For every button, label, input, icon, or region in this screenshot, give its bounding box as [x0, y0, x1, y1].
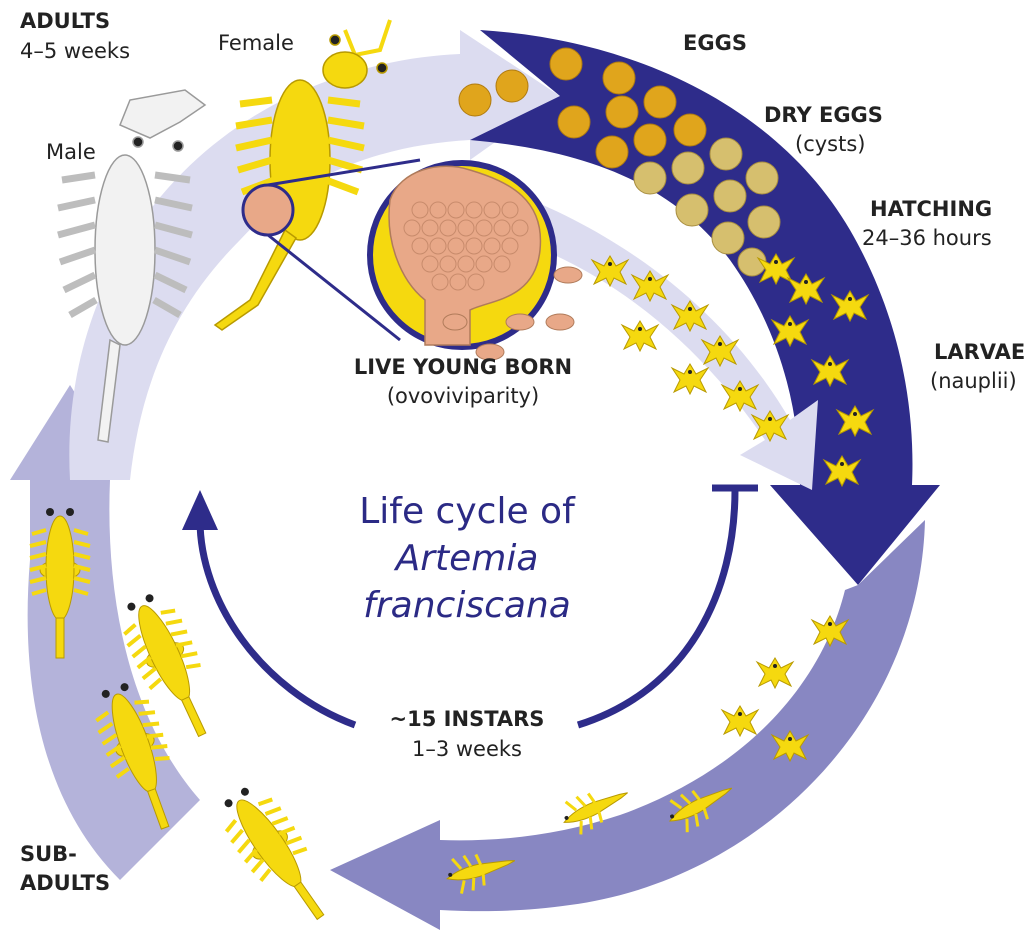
- male-label: Male: [46, 140, 96, 164]
- diagram-title-line3: franciscana: [363, 585, 571, 626]
- adults-duration: 4–5 weeks: [20, 39, 130, 63]
- hatching-duration: 24–36 hours: [862, 226, 992, 250]
- live-young-note: (ovoviviparity): [387, 384, 539, 408]
- brood-pouch-icon: [243, 185, 293, 235]
- hatching-label: HATCHING: [870, 197, 992, 221]
- female-label: Female: [218, 31, 294, 55]
- diagram-title-line1: Life cycle of: [359, 491, 576, 532]
- diagram-title-line2: Artemia: [394, 538, 539, 579]
- instars-duration: 1–3 weeks: [412, 737, 522, 761]
- adults-label: ADULTS: [20, 9, 110, 33]
- sub-adults-label-line2: ADULTS: [20, 871, 110, 895]
- eggs-label: EGGS: [683, 31, 747, 55]
- dry-eggs-label: DRY EGGS: [764, 103, 883, 127]
- larvae-note: (nauplii): [930, 369, 1017, 393]
- dry-eggs-note: (cysts): [795, 132, 865, 156]
- instar-cycle-tail: [578, 490, 735, 725]
- instar-arrowhead: [182, 490, 218, 530]
- live-young-label: LIVE YOUNG BORN: [354, 355, 572, 379]
- instar-cycle-arrow: [200, 520, 355, 725]
- larvae-label: LARVAE: [934, 340, 1025, 364]
- sub-adults-label-line1: SUB-: [20, 842, 77, 866]
- instars-label: ~15 INSTARS: [390, 707, 545, 731]
